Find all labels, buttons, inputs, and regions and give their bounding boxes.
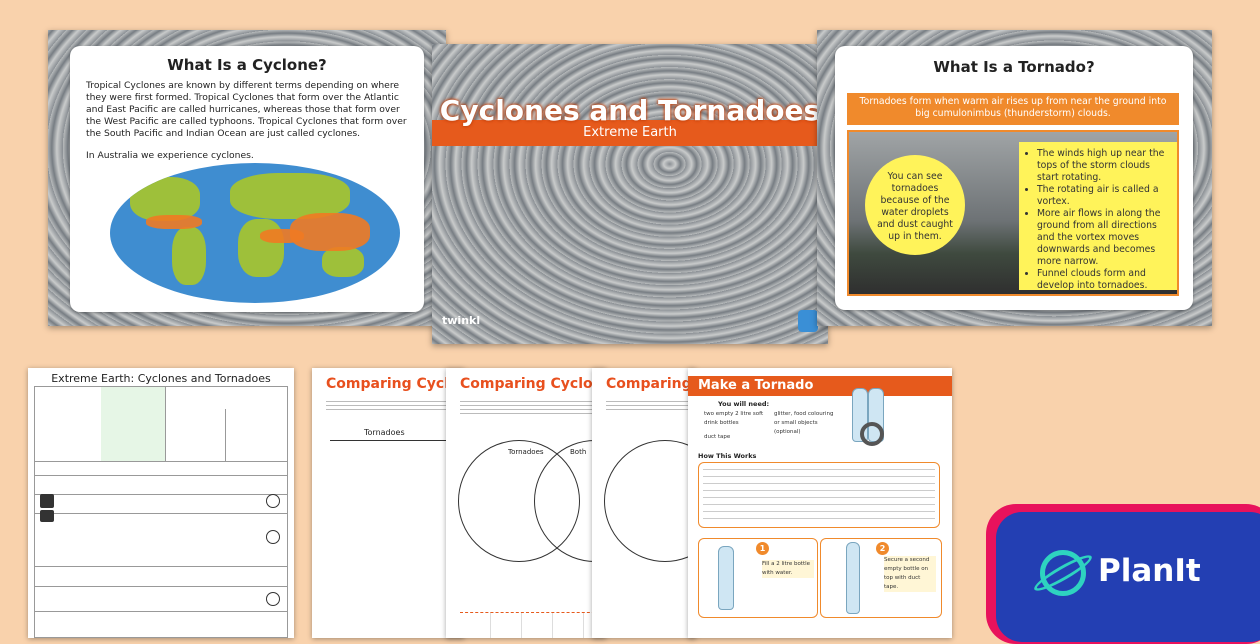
you-will-need-title: You will need: [718,400,770,408]
slide-what-is-a-cyclone[interactable]: What Is a Cyclone? Tropical Cyclones are… [48,30,446,326]
make-a-tornado-document[interactable]: Make a Tornado You will need: two empty … [688,368,952,638]
planit-badge[interactable] [996,512,1260,642]
step-1-number: 1 [756,542,769,555]
badge-icon [798,310,818,332]
presentation-subtitle: Extreme Earth [583,125,677,140]
make-tornado-header [688,376,952,396]
bottle-image [846,542,860,614]
cyclone-zone-pacific [290,213,370,251]
cyclone-zone-atlantic [146,215,202,229]
step-1-text: Fill a 2 litre bottle with water. [762,560,814,578]
how-this-works-box [698,462,940,528]
venn-circle-left [604,440,696,562]
tornado-slide-title: What Is a Tornado? [933,58,1095,76]
lock-icon [266,494,280,508]
lock-icon [266,530,280,544]
australia-text: In Australia we experience cyclones. [86,150,254,161]
tornado-bullet: Funnel clouds form and develop into torn… [1037,268,1171,292]
world-map [110,163,400,303]
tornado-bullet: More air flows in along the ground from … [1037,208,1171,268]
bottle-image [718,546,734,610]
slide-title-cyclones-and-tornadoes[interactable]: Cyclones and Tornadoes Extreme Earth twi… [432,44,828,344]
tornado-bullet: The rotating air is called a vortex. [1037,184,1171,208]
lesson-plan-document[interactable]: Extreme Earth: Cyclones and Tornadoes [28,368,294,638]
cyclone-paragraph: Tropical Cyclones are known by different… [86,80,407,139]
slide-what-is-a-tornado[interactable]: What Is a Tornado? Tornadoes form when w… [817,30,1212,326]
tornado-bullet: The winds high up near the tops of the s… [1037,148,1171,184]
step-2-text: Secure a second empty bottle on top with… [884,556,936,592]
how-this-works-title: How This Works [698,452,757,460]
lesson-plan-title: Extreme Earth: Cyclones and Tornadoes [51,372,271,385]
lesson-plan-table [34,386,288,638]
comparing-cyclones-venn-doc[interactable]: Comparing Cyclones Tornadoes Both [446,368,606,638]
user-icon [40,494,54,508]
lock-icon [266,592,280,606]
presentation-title: Cyclones and Tornadoes [439,94,821,127]
planet-icon [1040,550,1086,596]
twinkl-logo: twinkl [442,314,481,327]
cyclone-slide-title: What Is a Cyclone? [167,56,327,74]
make-tornado-heading: Make a Tornado [698,378,814,393]
need-list-left: two empty 2 litre soft drink bottles duc… [704,411,764,440]
comparing-cyclones-table-doc[interactable]: Comparing Cyclones Tornadoes [312,368,464,638]
tornado-circle-fact: You can see tornadoes because of the wat… [865,155,965,255]
tornado-intro: Tornadoes form when warm air rises up fr… [847,93,1179,125]
comparing-cyclones-heading: Comparing Cyclones [326,376,464,392]
comparing-cyclones-heading: Comparing C [606,376,696,392]
comparing-cyclones-heading: Comparing Cyclones [460,376,606,392]
duct-tape-image [860,422,884,446]
comparing-cyclones-doc-3[interactable]: Comparing C [592,368,696,638]
monitor-icon [40,510,54,522]
step-2-number: 2 [876,542,889,555]
venn-left-label: Tornadoes [508,448,544,456]
tornado-bullets: The winds high up near the tops of the s… [1019,142,1177,292]
venn-middle-label: Both [570,448,587,456]
planit-logo-text: PlanIt [1098,553,1201,589]
tornadoes-column-label: Tornadoes [364,428,405,437]
need-list-right: glitter, food colouring or small objects… [774,411,834,435]
title-banner [432,120,828,146]
